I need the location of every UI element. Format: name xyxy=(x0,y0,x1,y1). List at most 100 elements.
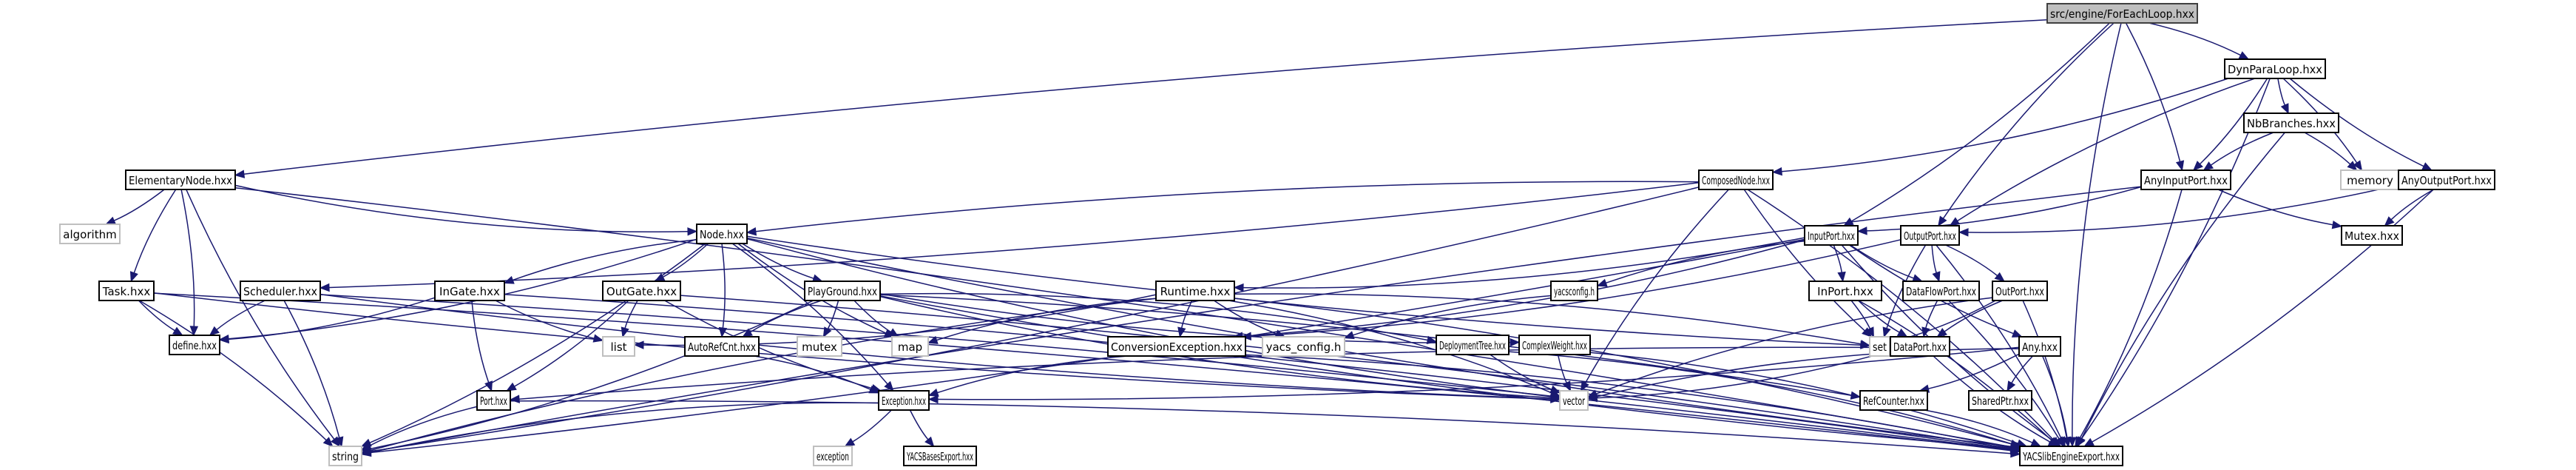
edge-playground-to-vector xyxy=(879,295,1552,399)
arrowhead-outputport-to-set xyxy=(1882,326,1891,338)
graph-node-sharedptr[interactable]: SharedPtr.hxx xyxy=(1968,390,2032,411)
edge-node-to-vector xyxy=(746,238,1552,397)
graph-node-playground[interactable]: PlayGround.hxx xyxy=(804,281,881,301)
graph-node-nbbranches[interactable]: NbBranches.hxx xyxy=(2243,113,2339,133)
arrowhead-node-to-ingate xyxy=(503,275,515,284)
arrowhead-refcounter-to-yacslibengineexport xyxy=(2030,438,2042,447)
arrowhead-dataport-to-port xyxy=(509,395,520,403)
node-box xyxy=(59,224,121,244)
graph-node-ingate[interactable]: InGate.hxx xyxy=(434,281,505,301)
arrowhead-task-to-string xyxy=(322,437,334,447)
graph-node-node[interactable]: Node.hxx xyxy=(696,224,748,244)
node-label: mutex xyxy=(802,340,837,354)
arrowhead-dynparaloop-to-anyoutputport xyxy=(2421,162,2433,171)
arrowhead-autorefcnt-to-exception xyxy=(868,385,880,394)
arrowhead-playground-to-mutex xyxy=(822,326,832,338)
graph-node-mutex: mutex xyxy=(797,336,842,357)
graph-node-inputport[interactable]: InputPort.hxx xyxy=(1804,225,1859,246)
arrowhead-conversionexception-to-exception xyxy=(927,388,939,397)
arrowhead-root-to-dynparaloop xyxy=(2238,51,2250,60)
arrowhead-composednode-to-scheduler xyxy=(319,283,330,292)
edge-dynparaloop-to-anyinputport xyxy=(2199,78,2268,165)
node-box xyxy=(1107,336,1246,357)
arrowhead-inport-to-dataport xyxy=(1896,328,1908,338)
node-box xyxy=(240,281,321,301)
graph-node-conversionexception[interactable]: ConversionException.hxx xyxy=(1107,336,1246,357)
graph-node-outport[interactable]: OutPort.hxx xyxy=(1992,281,2048,301)
edge-playground-to-mutex xyxy=(827,300,839,329)
edge-runtime-to-vector xyxy=(1228,300,1552,394)
graph-node-define[interactable]: define.hxx xyxy=(169,335,220,355)
graph-node-dynparaloop[interactable]: DynParaLoop.hxx xyxy=(2224,58,2326,79)
edge-any-to-refcounter xyxy=(1928,353,2020,389)
edge-any-to-exception xyxy=(937,346,2020,400)
edge-outputport-to-outport xyxy=(1945,244,1998,277)
node-label: ElementaryNode.hxx xyxy=(129,174,232,187)
edge-scheduler-to-define xyxy=(216,300,266,330)
node-box xyxy=(1890,336,1950,357)
graph-node-yacslibengineexport[interactable]: YACSlibEngineExport.hxx xyxy=(2019,446,2123,466)
graph-node-yacsbasesexport[interactable]: YACSBasesExport.hxx xyxy=(903,446,977,466)
edge-task-to-string xyxy=(138,300,327,441)
graph-node-outputport[interactable]: OutputPort.hxx xyxy=(1900,225,1960,246)
graph-node-yacsconfig[interactable]: yacsconfig.h xyxy=(1550,281,1598,301)
edge-ingate-to-port xyxy=(471,300,490,383)
graph-node-any[interactable]: Any.hxx xyxy=(2018,336,2061,357)
graph-node-memory: memory xyxy=(2340,169,2400,190)
graph-node-outgate[interactable]: OutGate.hxx xyxy=(602,281,681,301)
node-box xyxy=(813,446,853,466)
graph-node-runtime[interactable]: Runtime.hxx xyxy=(1155,281,1235,301)
graph-node-anyinputport[interactable]: AnyInputPort.hxx xyxy=(2140,169,2231,190)
graph-node-inport[interactable]: InPort.hxx xyxy=(1808,281,1882,301)
edge-scheduler-to-yacslibengineexport xyxy=(320,294,2012,451)
graph-node-dataflowport[interactable]: DataFlowPort.hxx xyxy=(1902,281,1980,301)
graph-node-autorefcnt[interactable]: AutoRefCnt.hxx xyxy=(684,336,760,357)
node-label: Runtime.hxx xyxy=(1160,285,1231,298)
edge-dataport-to-port xyxy=(518,346,1891,400)
graph-node-composednode[interactable]: ComposedNode.hxx xyxy=(1698,169,1774,190)
graph-node-root: src/engine/ForEachLoop.hxx xyxy=(2046,3,2198,24)
arrowhead-inputport-to-any xyxy=(2011,329,2023,338)
node-label: string xyxy=(332,450,359,463)
arrowhead-outgate-to-list xyxy=(621,326,629,338)
node-label: Scheduler.hxx xyxy=(243,285,317,298)
edge-anyoutputport-to-outputport xyxy=(1967,184,2399,233)
edge-port-to-string xyxy=(369,406,478,446)
node-label: PlayGround.hxx xyxy=(808,285,877,298)
graph-node-port[interactable]: Port.hxx xyxy=(476,390,511,411)
edge-dynparaloop-to-outputport xyxy=(1957,78,2256,222)
edge-dynparaloop-to-anyoutputport xyxy=(2289,78,2424,167)
graph-node-anyoutputport[interactable]: AnyOutputPort.hxx xyxy=(2398,169,2495,190)
arrowhead-anyinputport-to-mutexhxx xyxy=(2331,220,2343,229)
graph-node-complexweight[interactable]: ComplexWeight.hxx xyxy=(1518,335,1591,355)
graph-node-elementarynode[interactable]: ElementaryNode.hxx xyxy=(125,169,236,190)
edge-inport-to-set xyxy=(1850,300,1871,329)
node-label: OutputPort.hxx xyxy=(1904,229,1956,243)
edge-any-to-yacslibengineexport xyxy=(2042,355,2068,438)
node-box xyxy=(1808,281,1882,301)
edge-dynparaloop-to-nbbranches xyxy=(2277,78,2285,106)
graph-node-exception[interactable]: Exception.hxx xyxy=(878,390,930,411)
edge-complexweight-to-vector xyxy=(1557,354,1567,383)
graph-node-dataport[interactable]: DataPort.hxx xyxy=(1890,336,1950,357)
node-box xyxy=(1859,390,1928,411)
edge-any-to-vector xyxy=(1596,348,2020,397)
graph-node-task[interactable]: Task.hxx xyxy=(98,281,155,301)
edge-outgate-to-yacslibengineexport xyxy=(680,295,2012,449)
edge-deploymenttree-to-vector xyxy=(1490,354,1552,390)
edge-node-to-exception xyxy=(731,243,888,385)
graph-node-scheduler[interactable]: Scheduler.hxx xyxy=(240,281,321,301)
graph-node-mutexhxx[interactable]: Mutex.hxx xyxy=(2341,225,2403,246)
node-label: Mutex.hxx xyxy=(2345,229,2399,243)
arrowhead-anyoutputport-to-mutexhxx xyxy=(2384,216,2395,226)
arrowhead-nbbranches-to-memory xyxy=(2347,161,2358,171)
arrowhead-elementarynode-to-algorithm xyxy=(105,216,117,225)
edge-ingate-to-yacslibengineexport xyxy=(504,294,2012,450)
edge-conversionexception-to-exception xyxy=(937,355,1129,394)
node-box xyxy=(2398,169,2495,190)
graph-node-deploymenttree[interactable]: DeploymentTree.hxx xyxy=(1436,335,1510,355)
edge-elementarynode-to-string xyxy=(186,189,335,440)
node-box xyxy=(2341,225,2403,246)
graph-node-refcounter[interactable]: RefCounter.hxx xyxy=(1859,390,1928,411)
